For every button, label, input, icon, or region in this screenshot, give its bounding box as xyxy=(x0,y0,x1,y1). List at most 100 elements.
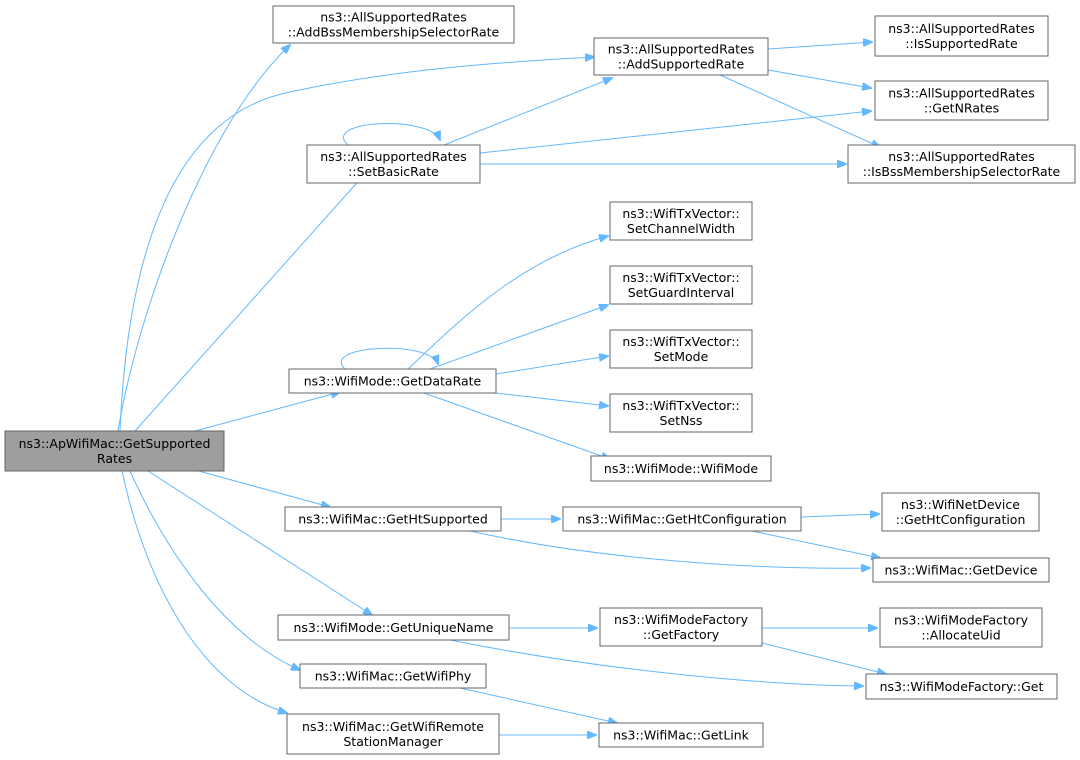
node-setgi[interactable]: ns3::WifiTxVector::SetGuardInterval xyxy=(609,265,753,305)
edge-getwifiphy-getlink xyxy=(459,687,617,723)
node-label-line: ns3::WifiMode::WifiMode xyxy=(604,461,759,476)
edge-root-getht xyxy=(194,469,330,507)
node-box xyxy=(4,430,225,472)
node-getfactory[interactable]: ns3::WifiModeFactory::GetFactory xyxy=(599,607,763,647)
node-box xyxy=(881,492,1040,532)
edge-getdr-setgi xyxy=(429,305,608,370)
node-label-line: ::AllocateUid xyxy=(921,628,1000,643)
node-box xyxy=(874,80,1049,121)
node-label-line: ns3::AllSupportedRates xyxy=(888,86,1035,101)
edge-root-getremote xyxy=(121,470,287,713)
node-label-line: SetChannelWidth xyxy=(627,221,735,236)
node-label-line: ns3::WifiMode::GetDataRate xyxy=(304,374,482,389)
node-label-line: ns3::ApWifiMac::GetSupported xyxy=(19,436,211,451)
node-label-line: ns3::WifiNetDevice xyxy=(901,497,1020,512)
node-getremote[interactable]: ns3::WifiMac::GetWifiRemoteStationManage… xyxy=(286,713,500,755)
node-getuname[interactable]: ns3::WifiMode::GetUniqueName xyxy=(277,614,510,641)
node-box xyxy=(609,201,753,241)
edges-layer xyxy=(117,42,886,735)
edge-root-addbss xyxy=(117,45,290,432)
node-label-line: ns3::WifiMac::GetLink xyxy=(613,728,750,743)
node-box xyxy=(847,144,1076,184)
node-label-line: ::IsSupportedRate xyxy=(905,36,1018,51)
node-allocuid[interactable]: ns3::WifiModeFactory::AllocateUid xyxy=(879,607,1043,648)
node-getnrates[interactable]: ns3::AllSupportedRates::GetNRates xyxy=(874,80,1049,121)
node-box xyxy=(865,673,1058,700)
node-box xyxy=(277,614,510,641)
node-box xyxy=(872,557,1050,583)
node-label-line: ns3::WifiTxVector:: xyxy=(622,206,739,221)
edge-getfactory-factget xyxy=(761,642,886,674)
edge-addsup-getnrates xyxy=(767,69,871,88)
node-box xyxy=(874,15,1049,57)
node-label-line: ::GetFactory xyxy=(643,627,720,642)
node-label-line: ns3::WifiMac::GetWifiPhy xyxy=(315,669,472,684)
node-label-line: ::SetBasicRate xyxy=(348,164,439,179)
edge-root-addsup xyxy=(119,57,594,432)
node-box xyxy=(562,506,802,532)
edge-getdr-setmode xyxy=(495,356,608,375)
edge-root-getuname xyxy=(147,470,372,615)
node-label-line: ns3::WifiModeFactory xyxy=(614,612,749,627)
node-label-line: StationManager xyxy=(343,734,443,749)
node-getlink[interactable]: ns3::WifiMac::GetLink xyxy=(598,722,764,748)
node-label-line: SetMode xyxy=(654,349,709,364)
node-box xyxy=(288,368,497,394)
edge-root-getwifiphy xyxy=(129,470,300,670)
node-isbss[interactable]: ns3::AllSupportedRates::IsBssMembershipS… xyxy=(847,144,1076,184)
node-ndgethtconf[interactable]: ns3::WifiNetDevice::GetHtConfiguration xyxy=(881,492,1040,532)
node-label-line: ::GetNRates xyxy=(924,101,999,116)
edge-getdr-setnss xyxy=(495,392,608,406)
node-setnss[interactable]: ns3::WifiTxVector::SetNss xyxy=(609,393,753,433)
edge-root-getdr xyxy=(194,392,340,432)
edge-getdr-setchw xyxy=(407,236,608,370)
edge-getuname-factget xyxy=(449,639,863,686)
node-label-line: ns3::WifiMode::GetUniqueName xyxy=(294,620,494,635)
node-label-line: ns3::WifiMac::GetHtSupported xyxy=(298,512,488,527)
node-label-line: Rates xyxy=(97,451,132,466)
node-label-line: ::GetHtConfiguration xyxy=(896,512,1026,527)
node-setchw[interactable]: ns3::WifiTxVector::SetChannelWidth xyxy=(609,201,753,241)
node-label-line: SetNss xyxy=(660,413,703,428)
edge-gethtconf-getdevice xyxy=(751,530,880,558)
node-getwifiphy[interactable]: ns3::WifiMac::GetWifiPhy xyxy=(299,663,487,689)
node-label-line: ns3::AllSupportedRates xyxy=(320,149,467,164)
node-label-line: ns3::WifiModeFactory::Get xyxy=(880,679,1044,694)
edge-setbasic-self xyxy=(343,123,440,146)
node-box xyxy=(284,506,502,532)
node-factget[interactable]: ns3::WifiModeFactory::Get xyxy=(865,673,1058,700)
node-box xyxy=(609,329,753,369)
node-label-line: ns3::AllSupportedRates xyxy=(888,149,1035,164)
node-box xyxy=(879,607,1043,648)
node-getdr[interactable]: ns3::WifiMode::GetDataRate xyxy=(288,368,497,394)
node-label-line: ns3::WifiTxVector:: xyxy=(622,270,739,285)
edge-setbasic-addsup xyxy=(443,78,612,146)
node-label-line: ns3::WifiMac::GetWifiRemote xyxy=(302,719,484,734)
node-label-line: ::IsBssMembershipSelectorRate xyxy=(863,164,1061,179)
node-setmode[interactable]: ns3::WifiTxVector::SetMode xyxy=(609,329,753,369)
node-label-line: ns3::WifiTxVector:: xyxy=(622,398,739,413)
node-label-line: ns3::WifiModeFactory xyxy=(894,613,1029,628)
node-setbasic[interactable]: ns3::AllSupportedRates::SetBasicRate xyxy=(306,144,481,184)
node-box xyxy=(593,37,769,76)
node-box xyxy=(590,455,772,482)
node-gethtconf[interactable]: ns3::WifiMac::GetHtConfiguration xyxy=(562,506,802,532)
node-wifimode[interactable]: ns3::WifiMode::WifiMode xyxy=(590,455,772,482)
node-addbss[interactable]: ns3::AllSupportedRates::AddBssMembership… xyxy=(272,5,515,44)
node-box xyxy=(599,607,763,647)
node-label-line: ns3::WifiTxVector:: xyxy=(622,334,739,349)
node-label-line: ns3::AllSupportedRates xyxy=(888,21,1035,36)
node-box xyxy=(609,393,753,433)
node-getdevice[interactable]: ns3::WifiMac::GetDevice xyxy=(872,557,1050,583)
edge-addsup-isbss xyxy=(719,74,880,147)
node-getht[interactable]: ns3::WifiMac::GetHtSupported xyxy=(284,506,502,532)
node-box xyxy=(306,144,481,184)
node-box xyxy=(598,722,764,748)
node-label-line: ns3::AllSupportedRates xyxy=(608,42,755,57)
node-label-line: ::AddSupportedRate xyxy=(618,57,745,72)
node-issup[interactable]: ns3::AllSupportedRates::IsSupportedRate xyxy=(874,15,1049,57)
node-addsup[interactable]: ns3::AllSupportedRates::AddSupportedRate xyxy=(593,37,769,76)
